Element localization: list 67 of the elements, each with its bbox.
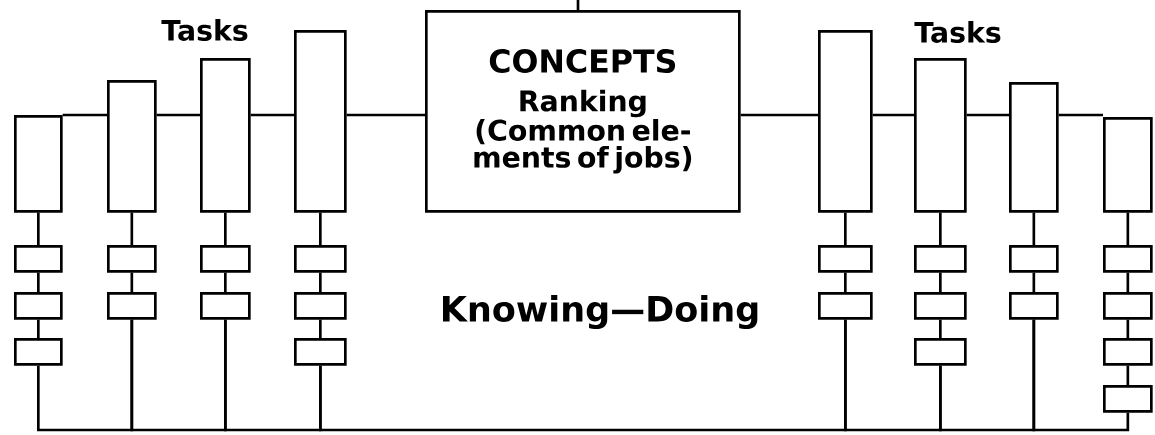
step-box [200, 245, 251, 273]
step-box [294, 245, 347, 273]
connector-line [1126, 365, 1130, 385]
task-box [914, 58, 967, 213]
connector-line [62, 113, 107, 117]
connector-line [224, 272, 227, 292]
step-box [14, 338, 63, 366]
task-box [107, 80, 157, 213]
step-box [200, 292, 251, 320]
connector-line [224, 319, 322, 432]
connector-line [319, 212, 322, 245]
heading-label: Tasks [914, 21, 1001, 43]
connector-line [1126, 272, 1130, 292]
step-box [1009, 292, 1059, 320]
task-box [14, 115, 63, 213]
step-box [294, 338, 347, 366]
connector-line [37, 212, 40, 245]
connector-line [156, 113, 200, 117]
connector-line [939, 212, 942, 245]
connector-line [939, 319, 942, 338]
step-box [1103, 385, 1153, 413]
connector-line [844, 272, 847, 292]
task-box [294, 30, 347, 213]
task-box [200, 58, 251, 213]
connector-line [319, 272, 322, 292]
connector-line [130, 272, 134, 292]
task-box [818, 30, 873, 213]
connector-line [319, 319, 322, 338]
task-box [1103, 117, 1153, 213]
connector-line [130, 212, 134, 245]
connector-line [844, 319, 942, 432]
step-box [107, 245, 157, 273]
step-box [1103, 338, 1153, 366]
task-box [1009, 82, 1059, 213]
step-box [818, 245, 873, 273]
connector-line [250, 113, 294, 117]
connector-line [872, 113, 914, 117]
connector-line [1032, 272, 1036, 292]
step-box [914, 292, 967, 320]
step-box [14, 245, 63, 273]
step-box [107, 292, 157, 320]
connector-line [966, 113, 1009, 117]
connector-line [1126, 212, 1130, 245]
concept-box: CONCEPTS Ranking (Common ele- ments of jobs) [425, 10, 741, 213]
heading-label: Tasks [161, 19, 248, 41]
step-box [294, 292, 347, 320]
connector-line [346, 113, 425, 117]
connector-line [37, 272, 40, 292]
caption-label: Knowing—Doing [443, 294, 758, 330]
step-box [1103, 245, 1153, 273]
connector-line [740, 113, 818, 117]
connector-line [130, 319, 227, 432]
connector-line [37, 319, 40, 338]
connector-line [939, 272, 942, 292]
connector-line [1126, 319, 1130, 338]
step-box [1103, 292, 1153, 320]
step-box [914, 338, 967, 366]
step-box [1009, 245, 1059, 273]
step-box [914, 245, 967, 273]
connector-line [1032, 319, 1130, 432]
connector-line [224, 212, 227, 245]
step-box [818, 292, 873, 320]
connector-line [1058, 113, 1103, 117]
connector-line [844, 212, 847, 245]
connector-line [1032, 212, 1036, 245]
step-box [14, 292, 63, 320]
connector-line [576, 0, 580, 10]
